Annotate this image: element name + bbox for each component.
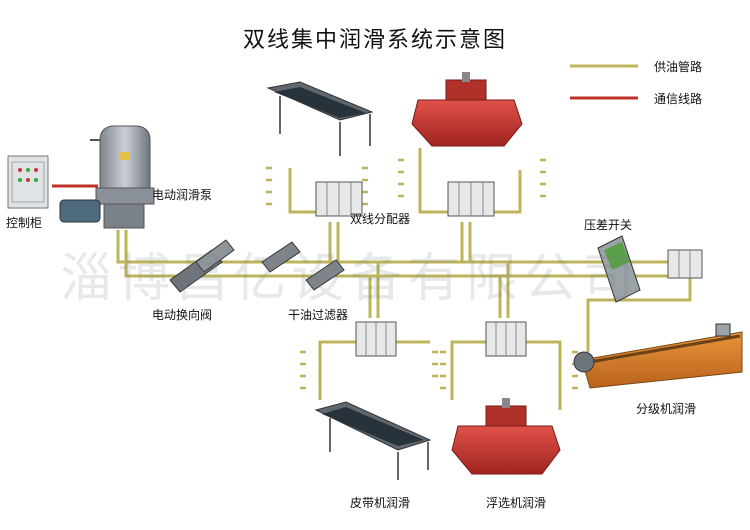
watermark: 淄博昌亿设备有限公司 <box>60 249 641 309</box>
label-flotation: 浮选机润滑 <box>486 496 547 510</box>
electric-pump <box>59 125 155 229</box>
branch-ticks <box>266 158 578 390</box>
label-reversing-valve: 电动换向阀 <box>152 308 213 322</box>
label-dual-distributor: 双线分配器 <box>350 212 411 226</box>
label-pressure-switch: 压差开关 <box>584 218 633 232</box>
label-classifier: 分级机润滑 <box>636 402 697 416</box>
reversing-valve <box>169 239 235 293</box>
distributor-right <box>667 249 703 279</box>
distributor-upper-left <box>315 181 363 217</box>
oil-filter <box>261 241 345 291</box>
legend-supply-label: 供油管路 <box>654 60 703 74</box>
label-electric-pump: 电动润滑泵 <box>152 188 213 202</box>
label-control-cabinet: 控制柜 <box>6 216 43 230</box>
legend-comm-label: 通信线路 <box>654 92 703 106</box>
flotation-machine-upper <box>411 72 523 147</box>
spiral-classifier <box>573 323 743 389</box>
pressure-switch <box>597 235 641 303</box>
belt-conveyor-upper <box>266 81 374 156</box>
distributor-lower-left <box>355 321 397 357</box>
distributor-upper-right <box>447 181 495 217</box>
label-oil-filter: 干油过滤器 <box>288 308 349 322</box>
flotation-machine-lower <box>451 398 561 475</box>
label-belt-conveyor: 皮带机润滑 <box>350 496 411 510</box>
belt-conveyor-lower <box>314 401 432 480</box>
distributor-lower-right <box>485 321 527 357</box>
control-cabinet <box>7 155 49 209</box>
page-title: 双线集中润滑系统示意图 <box>242 28 507 53</box>
